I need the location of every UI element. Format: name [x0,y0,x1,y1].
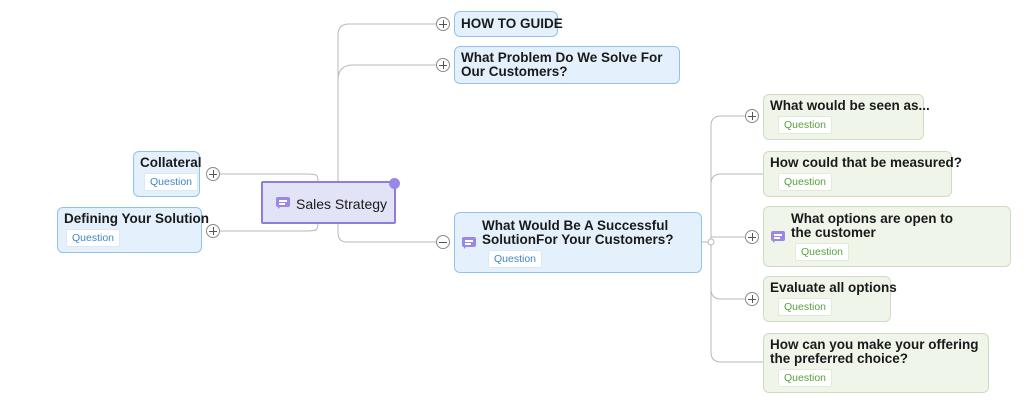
successful-solution-question-tag: Question [488,250,543,268]
connector-central-to-how-to-guide [337,23,436,181]
options-node[interactable]: What options are open to the customer Qu… [763,206,1011,267]
how-to-guide-title: HOW TO GUIDE [461,16,563,31]
connector-central-to-successful [337,223,436,243]
central-topic-drag-handle[interactable] [389,178,400,189]
connector-central-to-collateral [220,173,319,182]
comment-icon [276,197,290,209]
seen-as-question-tag: Question [778,116,833,134]
preferred-choice-question-tag: Question [778,369,833,387]
defining-your-solution-node[interactable]: Defining Your Solution Question [57,207,209,253]
how-to-guide-expand-toggle[interactable] [436,17,450,31]
collateral-title: Collateral [140,155,202,170]
successful-solution-title: What Would Be A Successful SolutionFor Y… [482,218,674,247]
seen-as-title: What would be seen as... [770,98,930,113]
defining-your-solution-question-tag: Question [66,229,121,247]
comment-icon [462,237,476,249]
evaluate-expand-toggle[interactable] [745,292,759,306]
how-to-guide-node[interactable]: HOW TO GUIDE [454,11,563,37]
central-topic-title: Sales Strategy [296,196,388,212]
collateral-node[interactable]: Collateral Question [133,151,202,197]
seen-as-node[interactable]: What would be seen as... Question [763,94,930,140]
collateral-question-tag: Question [144,173,199,191]
problem-expand-toggle[interactable] [436,58,450,72]
options-expand-toggle[interactable] [745,230,759,244]
successful-solution-collapse-toggle[interactable] [436,235,450,249]
problem-title: What Problem Do We Solve For Our Custome… [461,50,663,79]
measured-node[interactable]: How could that be measured? Question [763,151,963,197]
measured-question-tag: Question [778,173,833,191]
preferred-choice-node[interactable]: How can you make your offering the prefe… [763,333,989,393]
options-question-tag: Question [795,243,850,261]
connector-to-preferred [710,126,764,363]
collateral-expand-toggle[interactable] [206,167,220,181]
connector-to-evaluate [710,288,745,300]
options-title: What options are open to the customer [791,211,953,240]
problem-node[interactable]: What Problem Do We Solve For Our Custome… [454,46,680,84]
connector-sub-trunk [710,115,745,127]
preferred-choice-title: How can you make your offering the prefe… [770,337,979,366]
evaluate-question-tag: Question [778,298,833,316]
comment-icon [771,231,785,243]
evaluate-title: Evaluate all options [770,280,897,295]
evaluate-node[interactable]: Evaluate all options Question [763,276,897,322]
seen-as-expand-toggle[interactable] [745,109,759,123]
connector-central-to-problem [337,64,436,81]
central-topic-node[interactable]: Sales Strategy [261,181,396,224]
measured-title: How could that be measured? [770,155,963,170]
connector-central-to-defining [220,222,319,232]
defining-your-solution-expand-toggle[interactable] [206,224,220,238]
successful-solution-node[interactable]: What Would Be A Successful SolutionFor Y… [454,212,702,273]
junction-dot [707,238,715,246]
connector-to-measured [710,173,764,185]
defining-your-solution-title: Defining Your Solution [64,211,209,226]
